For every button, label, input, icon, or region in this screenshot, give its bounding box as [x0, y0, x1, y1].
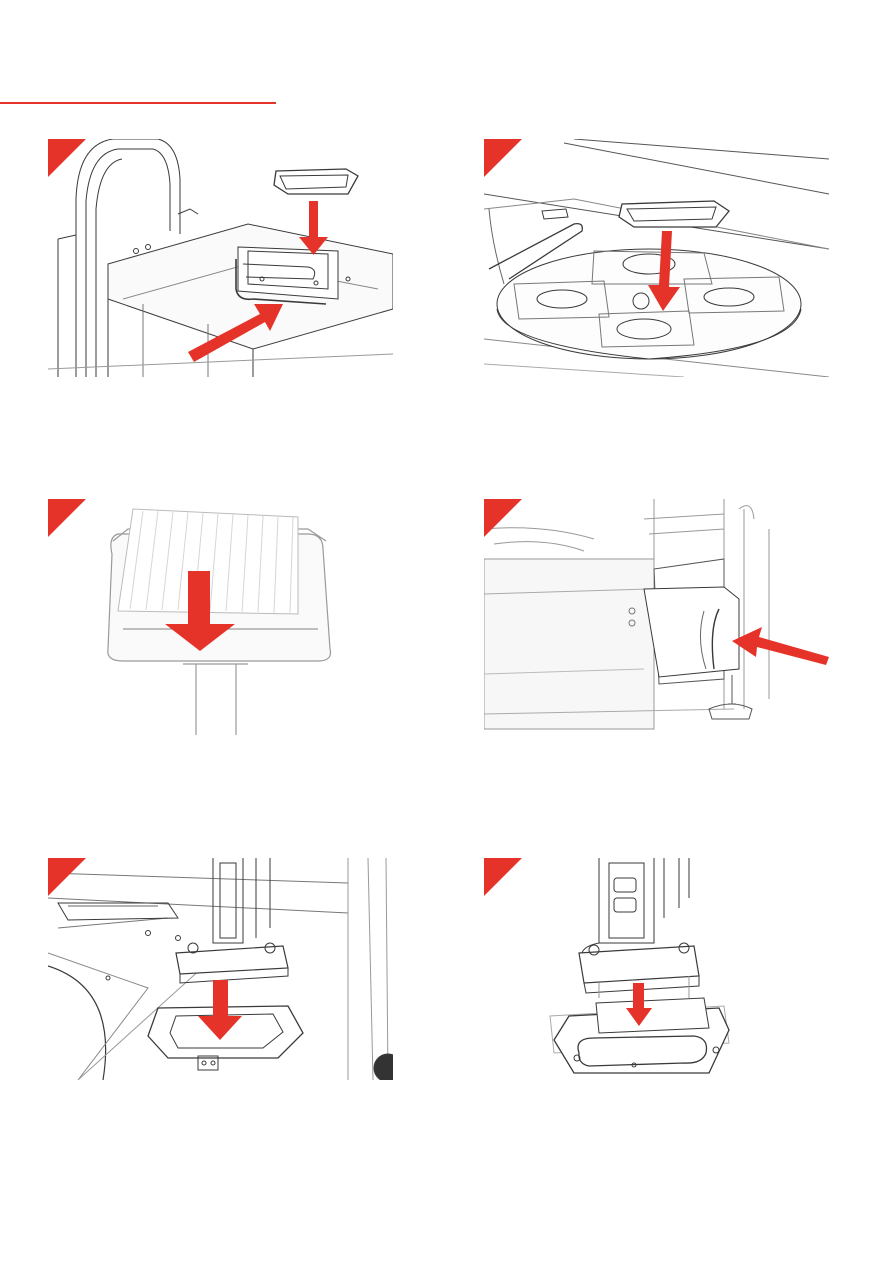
- step-5-illustration: [48, 858, 393, 1080]
- step-2-illustration: [484, 139, 829, 377]
- step-corner-marker: [484, 499, 522, 537]
- step-6-illustration: [484, 858, 829, 1080]
- step-3-illustration: [48, 499, 393, 735]
- section-header-rule: [0, 102, 276, 104]
- frame-mount-illustration: [484, 858, 829, 1080]
- step-corner-marker: [48, 858, 86, 896]
- step-corner-marker: [48, 499, 86, 537]
- frame-lower-illustration: [48, 858, 393, 1080]
- step-1-illustration: [48, 139, 393, 377]
- step-corner-marker: [484, 858, 522, 896]
- step-4-illustration: [484, 499, 829, 735]
- paper-stack-illustration: [48, 499, 393, 735]
- step-corner-marker: [484, 139, 522, 177]
- side-holder-illustration: [484, 499, 829, 735]
- carousel-placement-illustration: [484, 139, 829, 377]
- step-corner-marker: [48, 139, 86, 177]
- tray-insert-illustration: [48, 139, 393, 377]
